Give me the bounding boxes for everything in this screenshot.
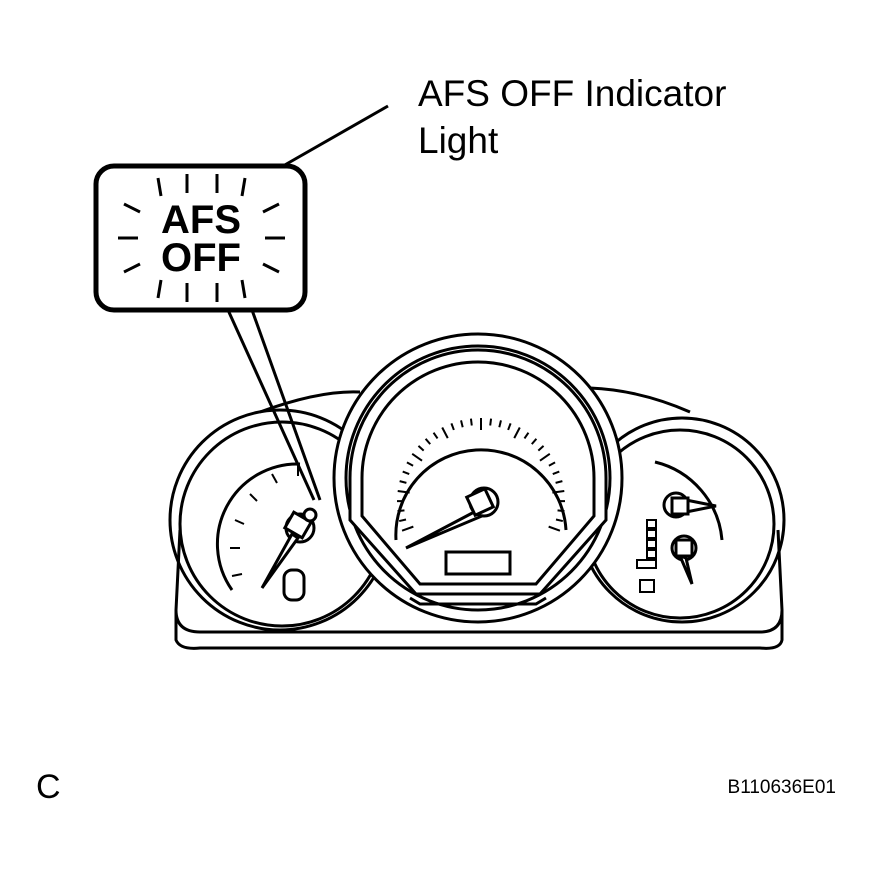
speedometer-tick bbox=[552, 490, 565, 494]
speedometer-tick bbox=[397, 509, 405, 513]
light-rays-icon bbox=[118, 174, 285, 302]
instrument-cluster bbox=[168, 332, 786, 650]
speedometer-tick bbox=[399, 480, 407, 484]
speedometer-tick bbox=[402, 470, 410, 476]
tachometer-gauge-icon bbox=[215, 462, 318, 602]
speedometer-tick bbox=[441, 427, 449, 439]
speedometer-tick bbox=[531, 438, 538, 445]
speedometer-tick bbox=[406, 461, 414, 467]
speedometer-tick bbox=[424, 438, 431, 445]
speedometer-tick bbox=[401, 525, 414, 532]
speedometer-tick bbox=[539, 453, 551, 462]
speedometer-tick bbox=[460, 420, 464, 428]
speedometer-tick bbox=[398, 518, 407, 523]
speedometer-tick bbox=[469, 418, 473, 426]
speedometer-tick bbox=[537, 445, 545, 452]
speedometer-tick bbox=[555, 518, 564, 523]
indicator-pointer-lines bbox=[226, 309, 322, 501]
tachometer-window bbox=[282, 568, 306, 602]
speedometer-tick bbox=[548, 525, 561, 532]
speedometer-tick bbox=[411, 453, 423, 462]
speedometer-tick bbox=[489, 418, 493, 426]
warning-lamp-icon bbox=[639, 579, 655, 593]
speedometer-tick bbox=[523, 432, 530, 440]
callout-label: AFS OFF Indicator Light bbox=[418, 73, 726, 161]
odometer-display bbox=[444, 550, 512, 576]
callout-leader-line bbox=[282, 104, 389, 168]
speedometer-tick bbox=[417, 445, 425, 452]
speedometer-gauge-icon bbox=[394, 418, 568, 576]
callout-label-line1: AFS OFF Indicator bbox=[418, 73, 726, 114]
figure-code: B110636E01 bbox=[728, 777, 836, 798]
level-bar-icon bbox=[636, 519, 657, 569]
fuel-needle-icon bbox=[684, 498, 717, 514]
fuel-temp-gauge-icon bbox=[636, 460, 724, 593]
tachometer-needle-icon bbox=[260, 531, 301, 589]
speedometer-tick bbox=[498, 420, 502, 428]
speedometer-tick bbox=[450, 423, 455, 431]
speedometer-tick bbox=[557, 509, 565, 513]
speedometer-tick bbox=[397, 490, 410, 494]
speedometer-ticks bbox=[396, 418, 566, 532]
speedometer-tick bbox=[548, 461, 556, 467]
indicator-text-afs: AFS bbox=[161, 198, 241, 242]
speedometer-tick bbox=[513, 427, 521, 439]
speedometer-tick bbox=[432, 432, 439, 440]
temp-needle-icon bbox=[677, 553, 694, 585]
speedometer-tick bbox=[555, 480, 563, 484]
speedometer-tick bbox=[552, 470, 560, 476]
indicator-text-off: OFF bbox=[161, 236, 241, 280]
corner-letter: C bbox=[36, 768, 61, 806]
callout-label-line2: Light bbox=[418, 120, 499, 161]
afs-off-indicator-icon: AFS OFF bbox=[93, 163, 308, 313]
speedometer-tick bbox=[507, 423, 512, 431]
